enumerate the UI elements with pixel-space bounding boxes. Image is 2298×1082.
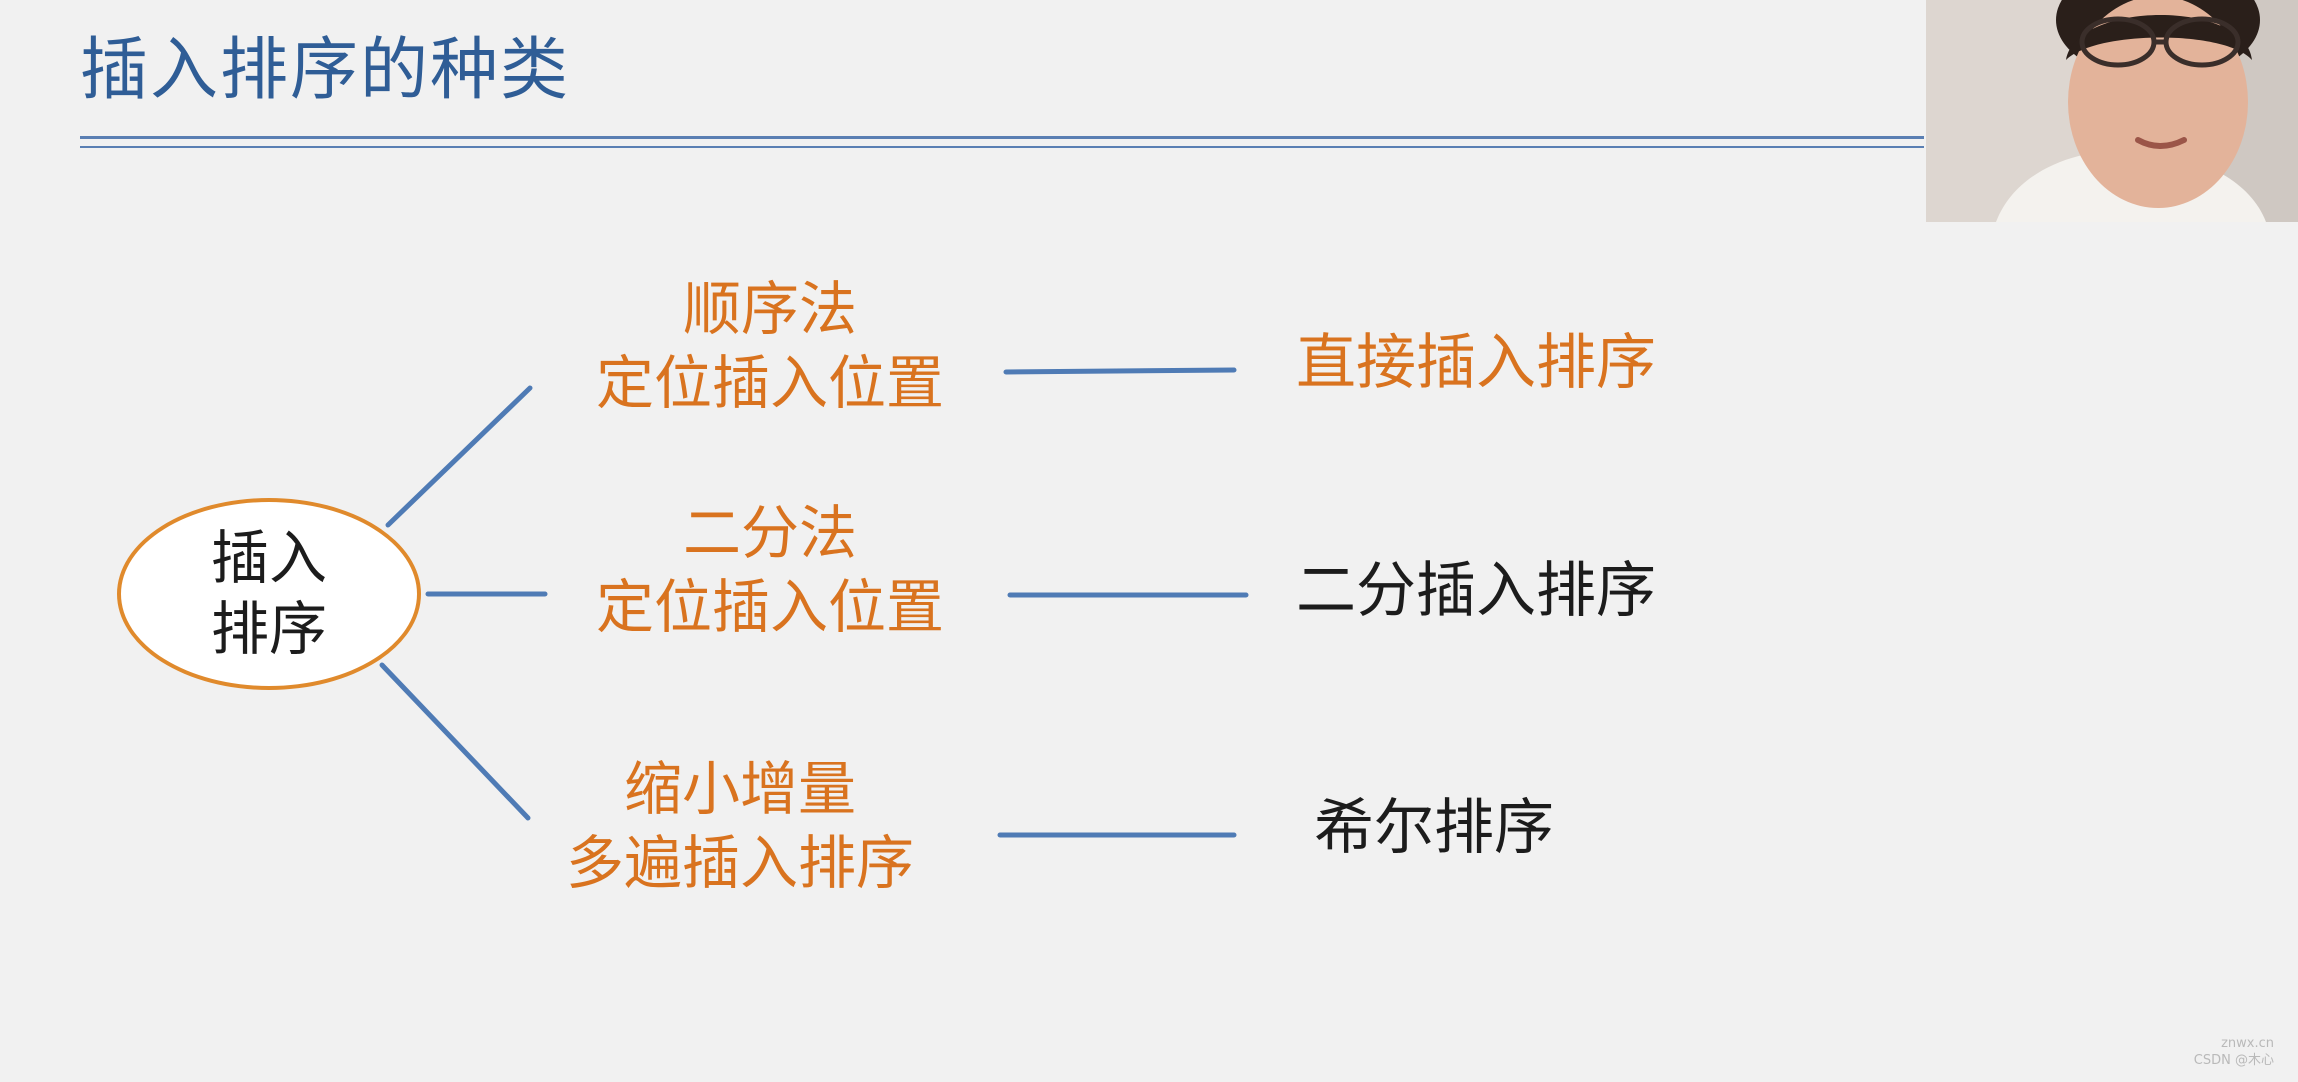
root-node: 插入排序 bbox=[117, 498, 421, 690]
watermark-line-2: CSDN @木心 bbox=[2193, 1053, 2274, 1069]
method-3-line-1: 缩小增量 bbox=[623, 755, 856, 823]
method-node-3: 缩小增量 多遍插入排序 bbox=[540, 752, 940, 900]
result-node-1: 直接插入排序 bbox=[1296, 328, 1656, 398]
presenter-webcam bbox=[1926, 0, 2298, 222]
branch-connector-1 bbox=[385, 385, 533, 528]
result-connector-1 bbox=[1003, 367, 1237, 375]
method-1-line-2: 定位插入位置 bbox=[595, 349, 944, 418]
branch-connector-3 bbox=[379, 662, 531, 821]
root-node-label: 插入排序 bbox=[210, 524, 327, 663]
method-3-line-2: 多遍插入排序 bbox=[565, 829, 914, 898]
result-node-2: 二分插入排序 bbox=[1296, 556, 1656, 626]
watermark: znwx.cn CSDN @木心 bbox=[2194, 1036, 2274, 1070]
method-2-line-2: 定位插入位置 bbox=[595, 573, 944, 642]
watermark-line-1: znwx.cn bbox=[2221, 1036, 2274, 1052]
method-node-2: 二分法 定位插入位置 bbox=[570, 496, 970, 644]
title-rule-bottom bbox=[80, 146, 1924, 148]
method-node-1: 顺序法 定位插入位置 bbox=[570, 272, 970, 420]
result-node-3: 希尔排序 bbox=[1314, 793, 1554, 863]
title-rule-top bbox=[80, 136, 1924, 139]
slide-title: 插入排序的种类 bbox=[80, 31, 571, 110]
method-1-line-1: 顺序法 bbox=[682, 275, 857, 343]
method-2-line-1: 二分法 bbox=[682, 499, 857, 567]
presenter-icon bbox=[1926, 0, 2298, 222]
